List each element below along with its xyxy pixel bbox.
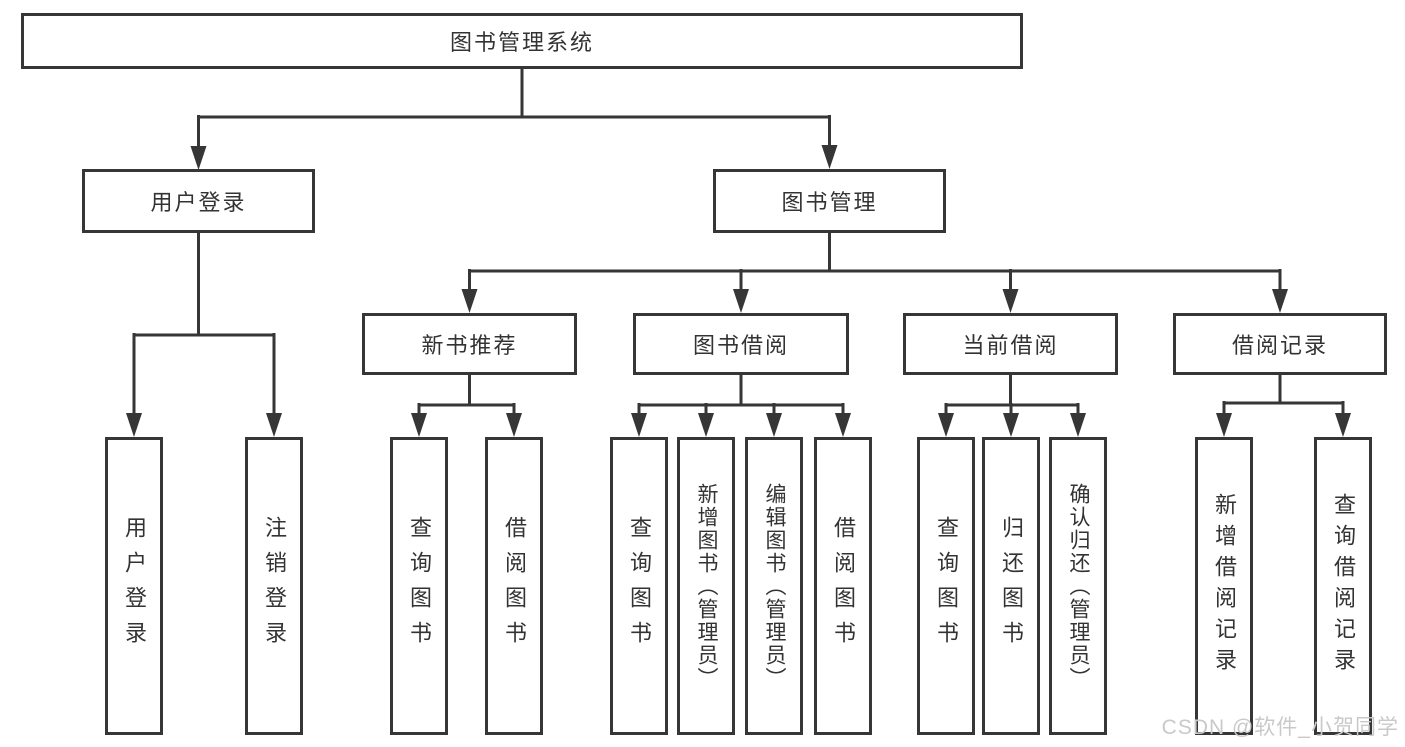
node-current-borrowing: 当前借阅 xyxy=(903,313,1118,375)
node-book-borrowing: 图书借阅 xyxy=(633,313,849,375)
leaf-add-book-admin: 新增图书（管理员） xyxy=(677,437,735,735)
leaf-edit-book-admin: 编辑图书（管理员） xyxy=(745,437,803,735)
node-book-management: 图书管理 xyxy=(713,169,946,233)
leaf-borrow-book-2: 借阅图书 xyxy=(814,437,872,735)
leaf-query-book-3: 查询图书 xyxy=(917,437,975,735)
leaf-confirm-return-admin: 确认归还（管理员） xyxy=(1049,437,1107,735)
watermark: CSDN @软件_小贺同学 xyxy=(1161,716,1399,739)
node-new-book-recommend: 新书推荐 xyxy=(362,313,577,375)
leaf-query-book-1: 查询图书 xyxy=(390,437,448,735)
node-borrowing-records: 借阅记录 xyxy=(1173,313,1387,375)
leaf-query-borrow-record: 查询借阅记录 xyxy=(1314,437,1372,735)
leaf-return-book: 归还图书 xyxy=(982,437,1040,735)
leaf-borrow-book-1: 借阅图书 xyxy=(485,437,543,735)
node-user-login-group: 用户登录 xyxy=(82,169,315,233)
leaf-user-login: 用户登录 xyxy=(105,437,163,735)
leaf-query-book-2: 查询图书 xyxy=(610,437,668,735)
node-root: 图书管理系统 xyxy=(21,13,1023,69)
leaf-add-borrow-record: 新增借阅记录 xyxy=(1195,437,1253,735)
leaf-logout: 注销登录 xyxy=(245,437,303,735)
